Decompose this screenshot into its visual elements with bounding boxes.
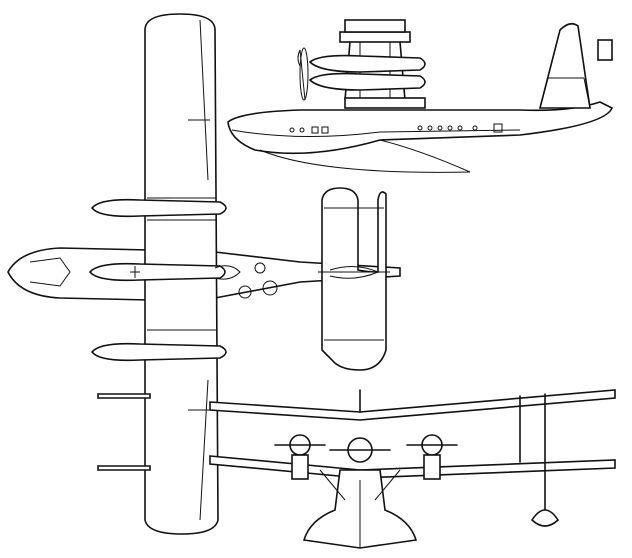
side-portholes xyxy=(289,123,503,134)
side-hull xyxy=(227,101,614,155)
side-fin xyxy=(538,22,591,109)
front-engines xyxy=(274,434,458,480)
front-upper-wing xyxy=(209,389,616,421)
front-view xyxy=(97,389,616,549)
plan-view xyxy=(7,13,401,535)
side-view xyxy=(227,19,614,173)
side-upper-wing xyxy=(339,31,411,43)
plan-tailplane xyxy=(321,187,387,371)
front-lower-wing xyxy=(209,455,616,479)
plan-engine-nacelles xyxy=(88,198,227,362)
